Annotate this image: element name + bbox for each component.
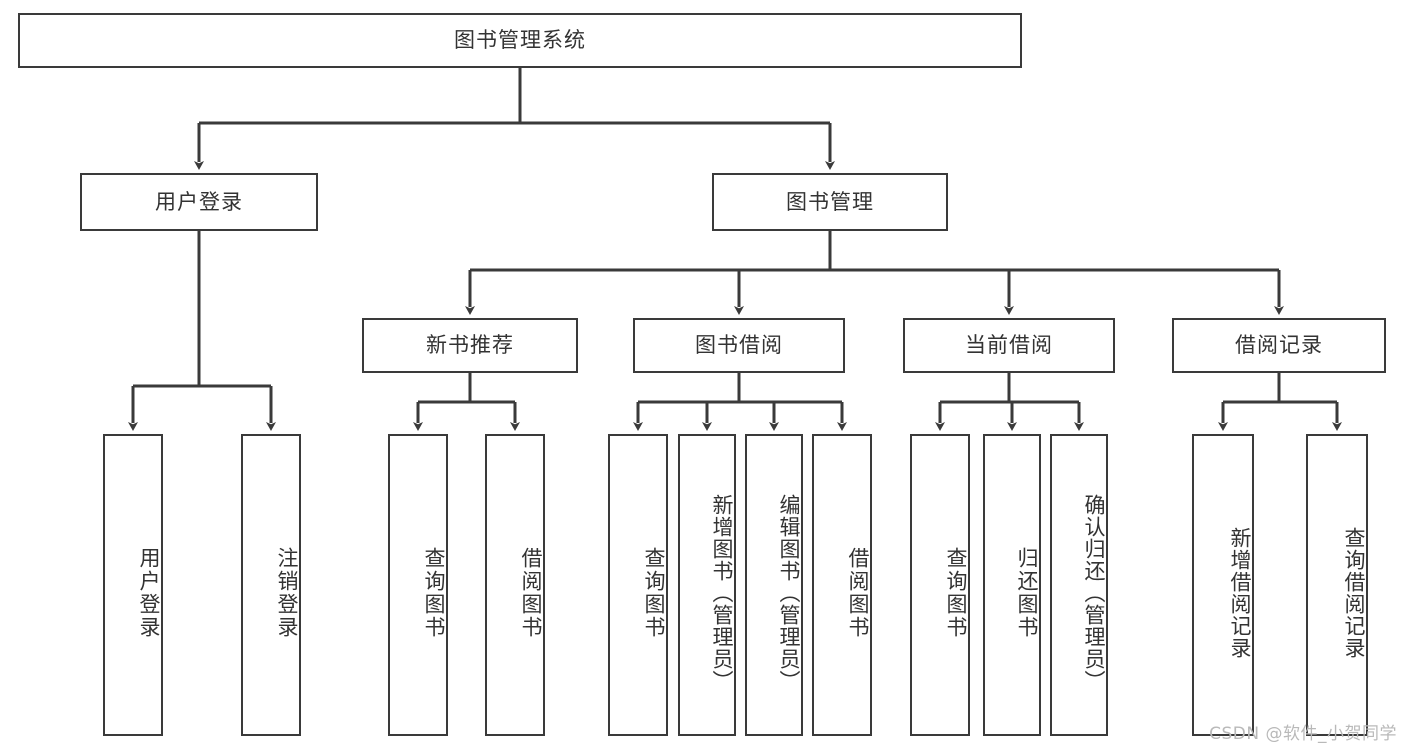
- node-label-l_return: 归还图书: [1015, 547, 1039, 639]
- node-label-l_editbook: 编辑图书（管理员）: [777, 494, 801, 692]
- node-root[interactable]: 图书管理系统: [18, 13, 1022, 68]
- node-label-l_qbook3: 查询图书: [944, 547, 968, 639]
- node-label-l_confirm: 确认归还（管理员）: [1082, 494, 1106, 692]
- node-l_qbook2[interactable]: 查询图书: [608, 434, 668, 736]
- node-l_return[interactable]: 归还图书: [983, 434, 1041, 736]
- node-current[interactable]: 当前借阅: [903, 318, 1115, 373]
- node-l_confirm[interactable]: 确认归还（管理员）: [1050, 434, 1108, 736]
- node-label-l_bbook1: 借阅图书: [519, 547, 543, 639]
- node-label-l_bbook2: 借阅图书: [846, 547, 870, 639]
- node-l_bbook2[interactable]: 借阅图书: [812, 434, 872, 736]
- node-l_qbook3[interactable]: 查询图书: [910, 434, 970, 736]
- node-label-l_addbook: 新增图书（管理员）: [710, 494, 734, 692]
- node-label-login: 用户登录: [155, 189, 243, 214]
- node-l_qrec[interactable]: 查询借阅记录: [1306, 434, 1368, 736]
- node-borrow[interactable]: 图书借阅: [633, 318, 845, 373]
- node-label-l_logout: 注销登录: [275, 547, 299, 639]
- node-newbook[interactable]: 新书推荐: [362, 318, 578, 373]
- node-l_bbook1[interactable]: 借阅图书: [485, 434, 545, 736]
- node-label-l_qbook1: 查询图书: [422, 547, 446, 639]
- node-label-borrow: 图书借阅: [695, 333, 783, 358]
- node-label-bookmgmt: 图书管理: [786, 189, 874, 214]
- node-l_login[interactable]: 用户登录: [103, 434, 163, 736]
- node-l_addrec[interactable]: 新增借阅记录: [1192, 434, 1254, 736]
- node-l_editbook[interactable]: 编辑图书（管理员）: [745, 434, 803, 736]
- node-l_addbook[interactable]: 新增图书（管理员）: [678, 434, 736, 736]
- node-label-current: 当前借阅: [965, 333, 1053, 358]
- node-label-l_addrec: 新增借阅记录: [1228, 527, 1252, 659]
- node-login[interactable]: 用户登录: [80, 173, 318, 231]
- watermark-label: CSDN @软件_小贺同学: [1209, 724, 1397, 744]
- node-label-l_login: 用户登录: [137, 547, 161, 639]
- node-l_qbook1[interactable]: 查询图书: [388, 434, 448, 736]
- node-label-records: 借阅记录: [1235, 333, 1323, 358]
- node-bookmgmt[interactable]: 图书管理: [712, 173, 948, 231]
- node-label-root: 图书管理系统: [454, 28, 586, 53]
- node-label-newbook: 新书推荐: [426, 333, 514, 358]
- node-l_logout[interactable]: 注销登录: [241, 434, 301, 736]
- node-label-l_qrec: 查询借阅记录: [1342, 527, 1366, 659]
- node-label-l_qbook2: 查询图书: [642, 547, 666, 639]
- node-records[interactable]: 借阅记录: [1172, 318, 1386, 373]
